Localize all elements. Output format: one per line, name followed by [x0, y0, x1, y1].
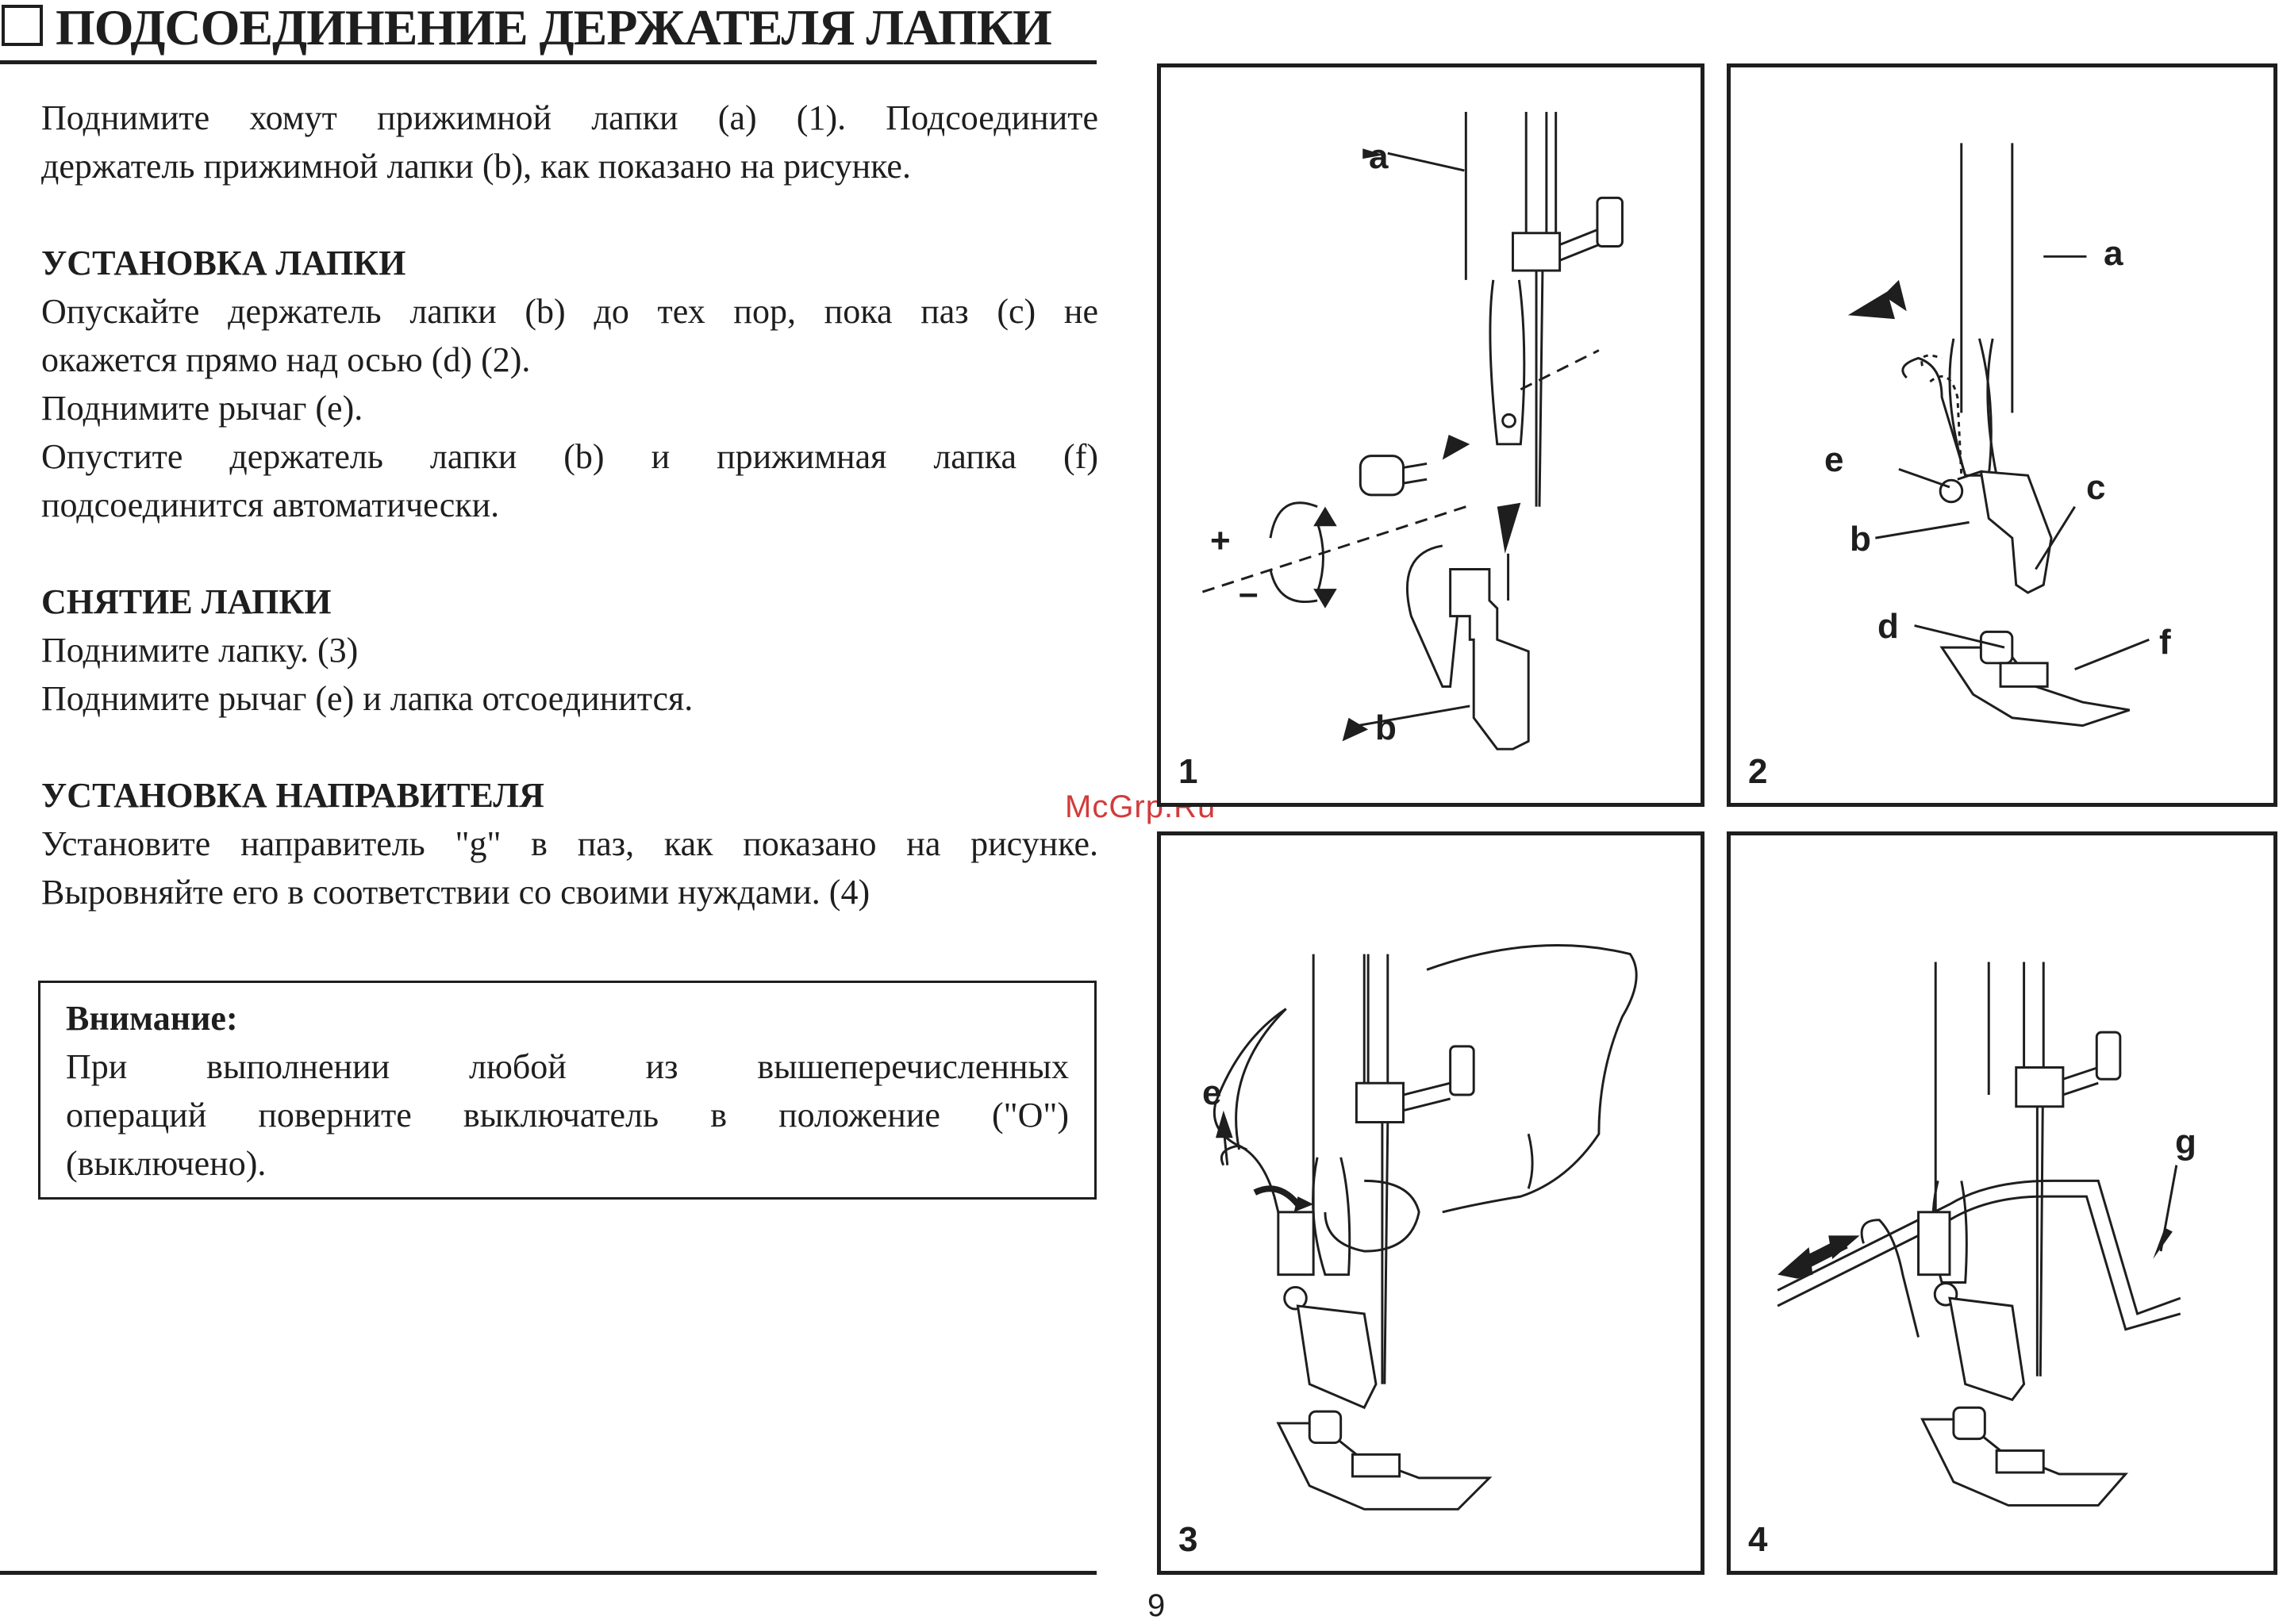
- footer-divider: [0, 1571, 1097, 1575]
- warning-line: операций поверните выключатель в положен…: [66, 1096, 1069, 1134]
- figure-1: a + – b 1: [1157, 63, 1704, 807]
- page-number: 9: [1147, 1588, 1166, 1623]
- figure-4-illustration: [1777, 962, 2181, 1507]
- section-line: Поднимите рычаг (e).: [41, 389, 363, 428]
- figure-number: 2: [1748, 752, 1768, 791]
- section-line: Поднимите лапку. (3): [41, 631, 359, 670]
- label-a: a: [1369, 137, 1389, 176]
- intro-line: Поднимите хомут прижимной лапки (a) (1).…: [41, 98, 1098, 137]
- figure-1-illustration: [1199, 111, 1624, 751]
- section-heading: СНЯТИЕ ЛАПКИ: [41, 582, 332, 621]
- instructions-text: Поднимите хомут прижимной лапки (a) (1).…: [41, 94, 1098, 916]
- label-b: b: [1375, 708, 1397, 747]
- warning-box: Внимание: При выполнении любой из вышепе…: [38, 981, 1097, 1200]
- warning-line: При выполнении любой из вышеперечисленны…: [66, 1047, 1069, 1086]
- label-g: g: [2175, 1123, 2196, 1161]
- label-e: e: [1202, 1073, 1222, 1112]
- label-f: f: [2159, 623, 2171, 662]
- page-title: ПОДСОЕДИНЕНИЕ ДЕРЖАТЕЛЯ ЛАПКИ: [56, 0, 1052, 56]
- section-line: окажется прямо над осью (d) (2).: [41, 340, 531, 379]
- section-foot-remove: СНЯТИЕ ЛАПКИ Поднимите лапку. (3) Подним…: [41, 578, 1098, 723]
- label-b: b: [1850, 520, 1871, 559]
- section-line: Поднимите рычаг (e) и лапка отсоединится…: [41, 679, 694, 718]
- section-foot-install: УСТАНОВКА ЛАПКИ Опускайте держатель лапк…: [41, 239, 1098, 529]
- section-line: Опускайте держатель лапки (b) до тех пор…: [41, 292, 1098, 331]
- warning-line: (выключено).: [66, 1144, 267, 1183]
- intro-line: держатель прижимной лапки (b), как показ…: [41, 147, 911, 186]
- label-plus: +: [1210, 521, 1231, 560]
- figure-number: 1: [1178, 752, 1198, 791]
- figure-4: g 4: [1727, 831, 2277, 1575]
- figure-3: e 3: [1157, 831, 1704, 1575]
- label-c: c: [2086, 468, 2106, 507]
- page-header: ПОДСОЕДИНЕНИЕ ДЕРЖАТЕЛЯ ЛАПКИ: [0, 0, 1097, 65]
- label-d: d: [1877, 607, 1899, 646]
- section-heading: УСТАНОВКА ЛАПКИ: [41, 244, 406, 282]
- label-minus: –: [1239, 574, 1259, 612]
- figure-3-illustration: [1213, 944, 1638, 1511]
- intro-paragraph: Поднимите хомут прижимной лапки (a) (1).…: [41, 94, 1098, 190]
- header-divider: [0, 60, 1097, 64]
- section-guide-install: УСТАНОВКА НАПРАВИТЕЛЯ Установите направи…: [41, 771, 1098, 916]
- title-checkbox-icon: [2, 5, 43, 46]
- section-line: подсоединится автоматически.: [41, 486, 500, 524]
- figure-number: 4: [1748, 1520, 1768, 1559]
- section-line: Выровняйте его в соответствии со своими …: [41, 873, 870, 912]
- figure-number: 3: [1178, 1520, 1198, 1559]
- figure-2: a e c b d f 2: [1727, 63, 2277, 807]
- label-a: a: [2104, 234, 2123, 273]
- section-line: Установите направитель "g" в паз, как по…: [41, 824, 1098, 863]
- label-e: e: [1824, 440, 1844, 479]
- section-heading: УСТАНОВКА НАПРАВИТЕЛЯ: [41, 776, 544, 815]
- section-line: Опустите держатель лапки (b) и прижимная…: [41, 437, 1098, 476]
- warning-title: Внимание:: [66, 999, 238, 1038]
- figure-2-illustration: [1847, 143, 2150, 728]
